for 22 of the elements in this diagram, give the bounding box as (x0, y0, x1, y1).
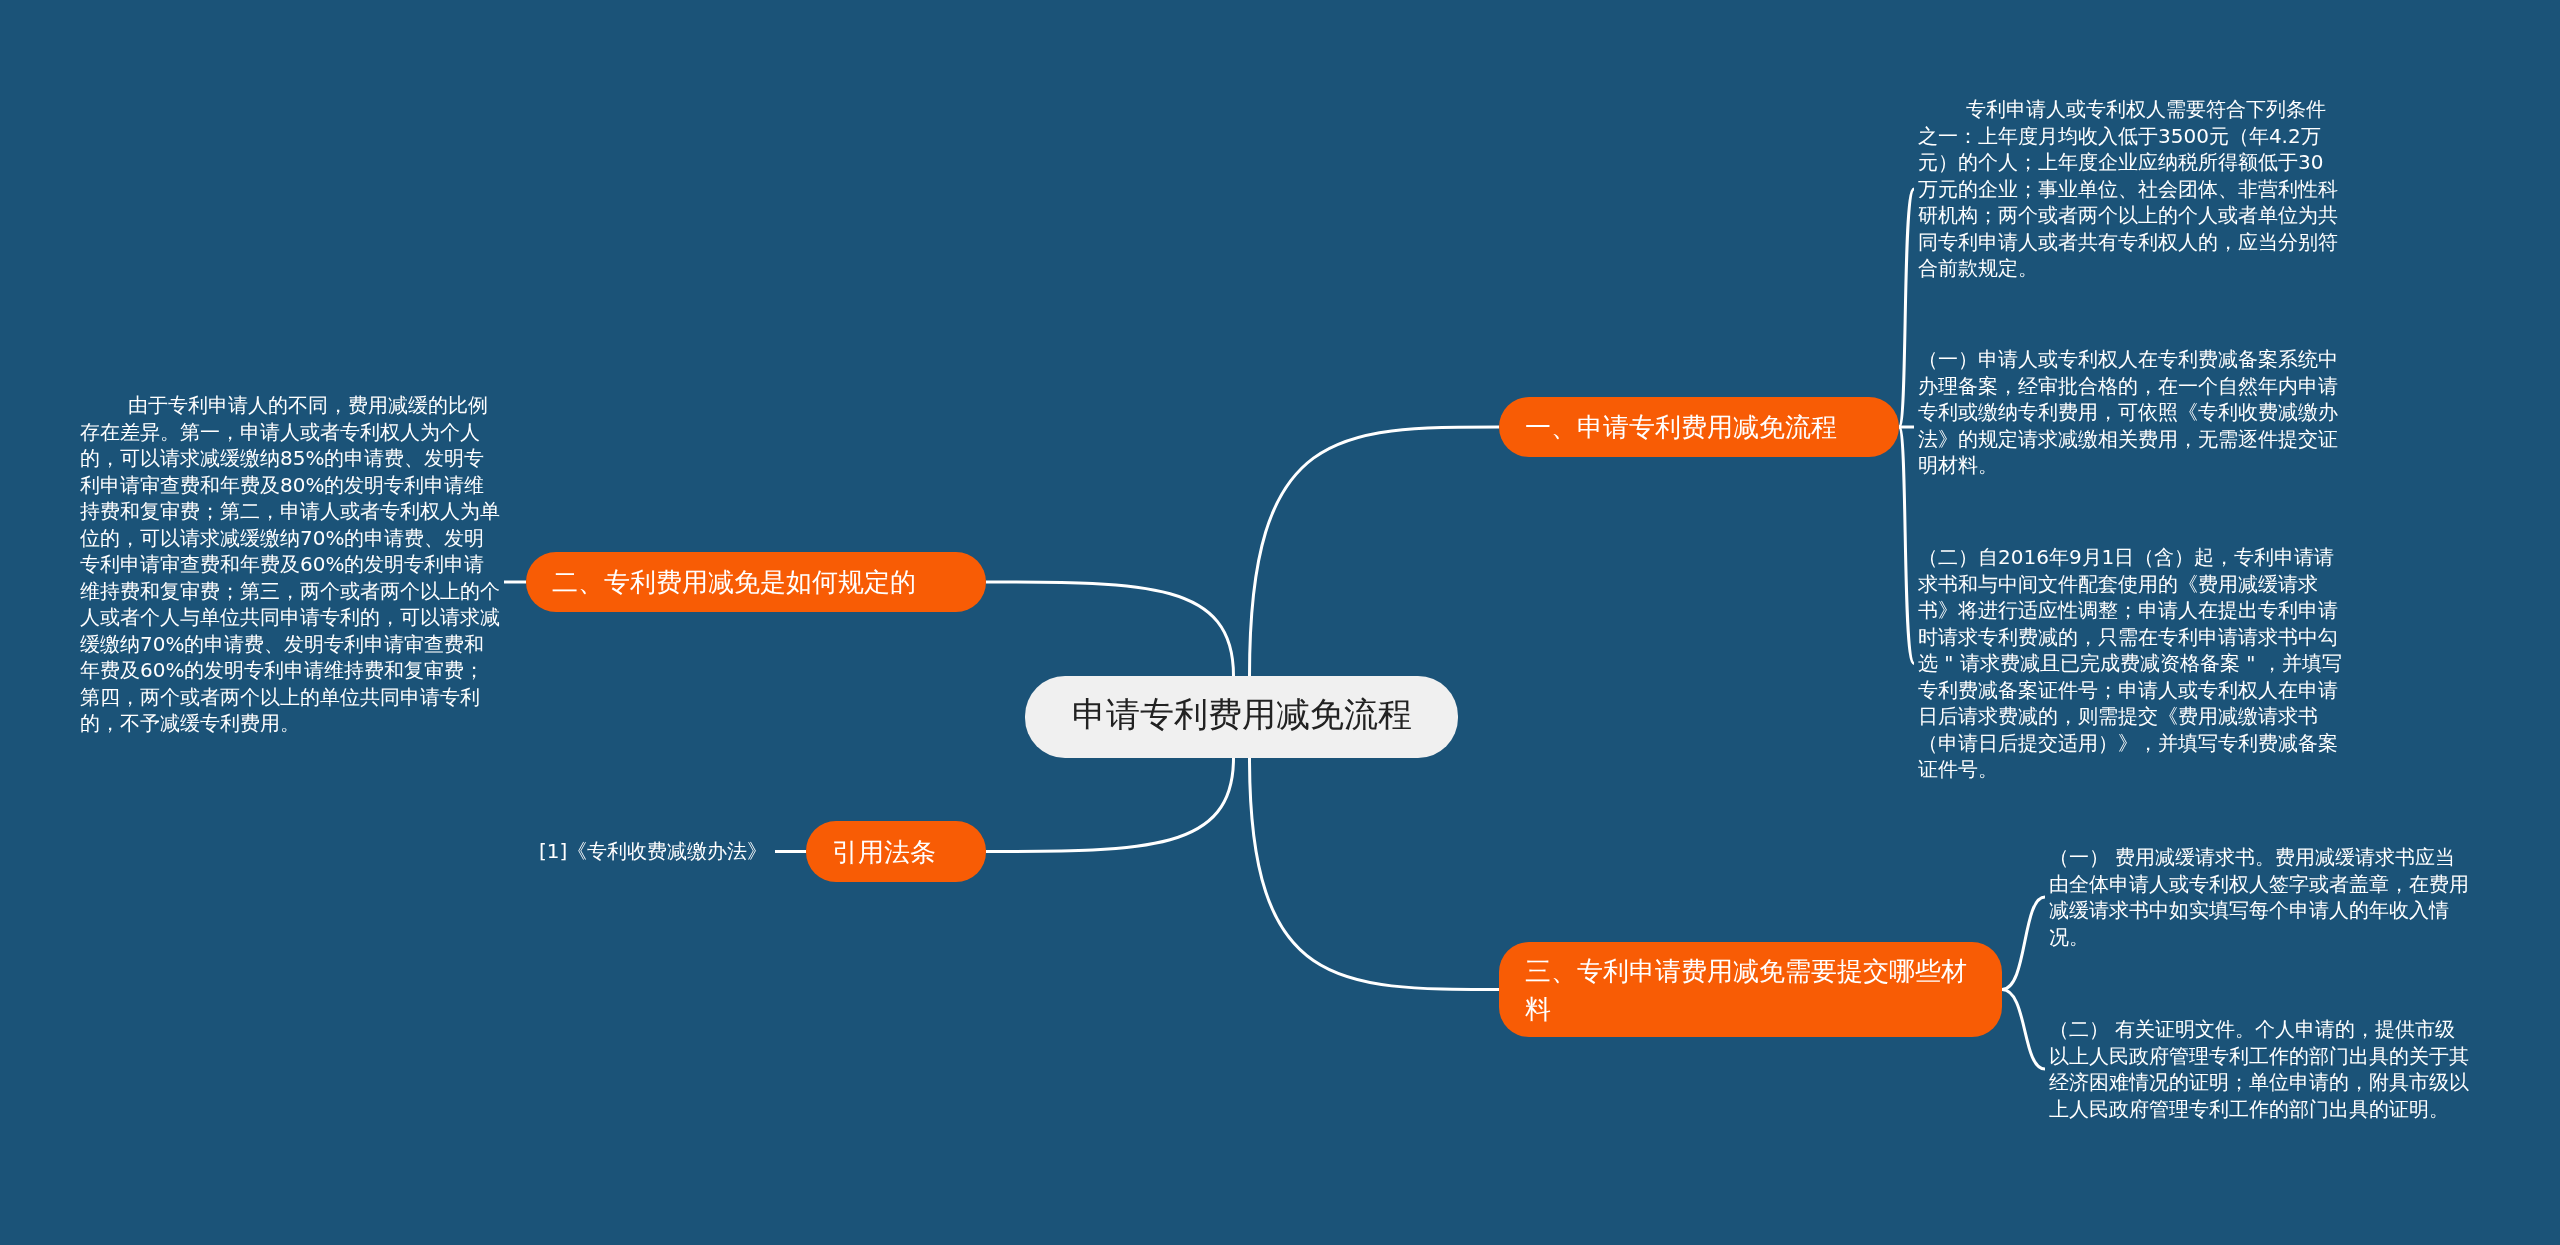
connector-line (1897, 188, 1916, 428)
note-text: 专利申请人或专利权人需要符合下列条件之一：上年度月均收入低于3500元（年4.2万元）的个人；上年度企业应纳税所得额低于30万元的企业；事业单位、社会团体、非营利性科研机构；两个或者两个以上的个人或者单位为共同专利申请人或者共有专利权人的，应当分别符合前款规定。 (1918, 96, 2343, 282)
note-text: （一）申请人或专利权人在专利费减备案系统中办理备案，经审批合格的，在一个自然年内申请专利或缴纳专利费用，可依照《专利收费减缴办法》的规定请求减缴相关费用，无需逐件提交证明材料。 (1918, 346, 2343, 479)
connector-line (1248, 425, 1499, 677)
note-text: （二）自2016年9月1日（含）起，专利申请请求书和与中间文件配套使用的《费用减缓请求书》将进行适应性调整；申请人在提出专利申请时请求专利费减的，只需在专利申请请求书中勾选 " 请求费减且已完成费减资格备案 " ，并填写专利费减备案证件号；申请人或专利权人在申请日后请求费减的，则需提交《费用减缴请求书（申请日后提交适用）》，并填写专利费减备案证件号。 (1918, 544, 2343, 783)
connector-line (775, 850, 806, 853)
connector-line (504, 580, 526, 584)
central-topic: 申请专利费用减免流程 (1025, 676, 1458, 758)
topic-pill: 三、专利申请费用减免需要提交哪些材料 (1499, 942, 2002, 1037)
topic-pill: 二、专利费用减免是如何规定的 (526, 552, 986, 612)
note-text: （一） 费用减缓请求书。费用减缓请求书应当由全体申请人或专利权人签字或者盖章，在费用减缓请求书中如实填写每个申请人的年收入情况。 (2049, 844, 2469, 950)
note-text: 由于专利申请人的不同，费用减缓的比例存在差异。第一，申请人或者专利权人为个人的，可以请求减缓缴纳85%的申请费、发明专利申请审查费和年费及80%的发明专利申请维持费和复审费；第二，申请人或者专利权人为单位的，可以请求减缓缴纳70%的申请费、发明专利申请审查费和年费及60%的发明专利申请维持费和复审费；第三，两个或者两个以上的个人或者个人与单位共同申请专利的，可以请求减缓缴纳70%的申请费、发明专利申请审查费和年费及60%的发明专利申请维持费和复审费；第四，两个或者两个以上的单位共同申请专利的，不予减缓专利费用。 (80, 392, 500, 737)
connector-line (2001, 988, 2046, 1071)
topic-pill: 引用法条 (806, 821, 986, 882)
connector-line (1248, 757, 1499, 991)
connector-line (986, 757, 1235, 853)
connector-line (986, 580, 1235, 677)
connector-line (1897, 426, 1916, 665)
topic-pill: 一、申请专利费用减免流程 (1499, 397, 1899, 457)
note-text: （二） 有关证明文件。个人申请的，提供市级以上人民政府管理专利工作的部门出具的关于其经济困难情况的证明；单位申请的，附具市级以上人民政府管理专利工作的部门出具的证明。 (2049, 1016, 2469, 1122)
note-text: [1]《专利收费减缴办法》 (539, 838, 771, 865)
connector-line (2001, 895, 2046, 991)
